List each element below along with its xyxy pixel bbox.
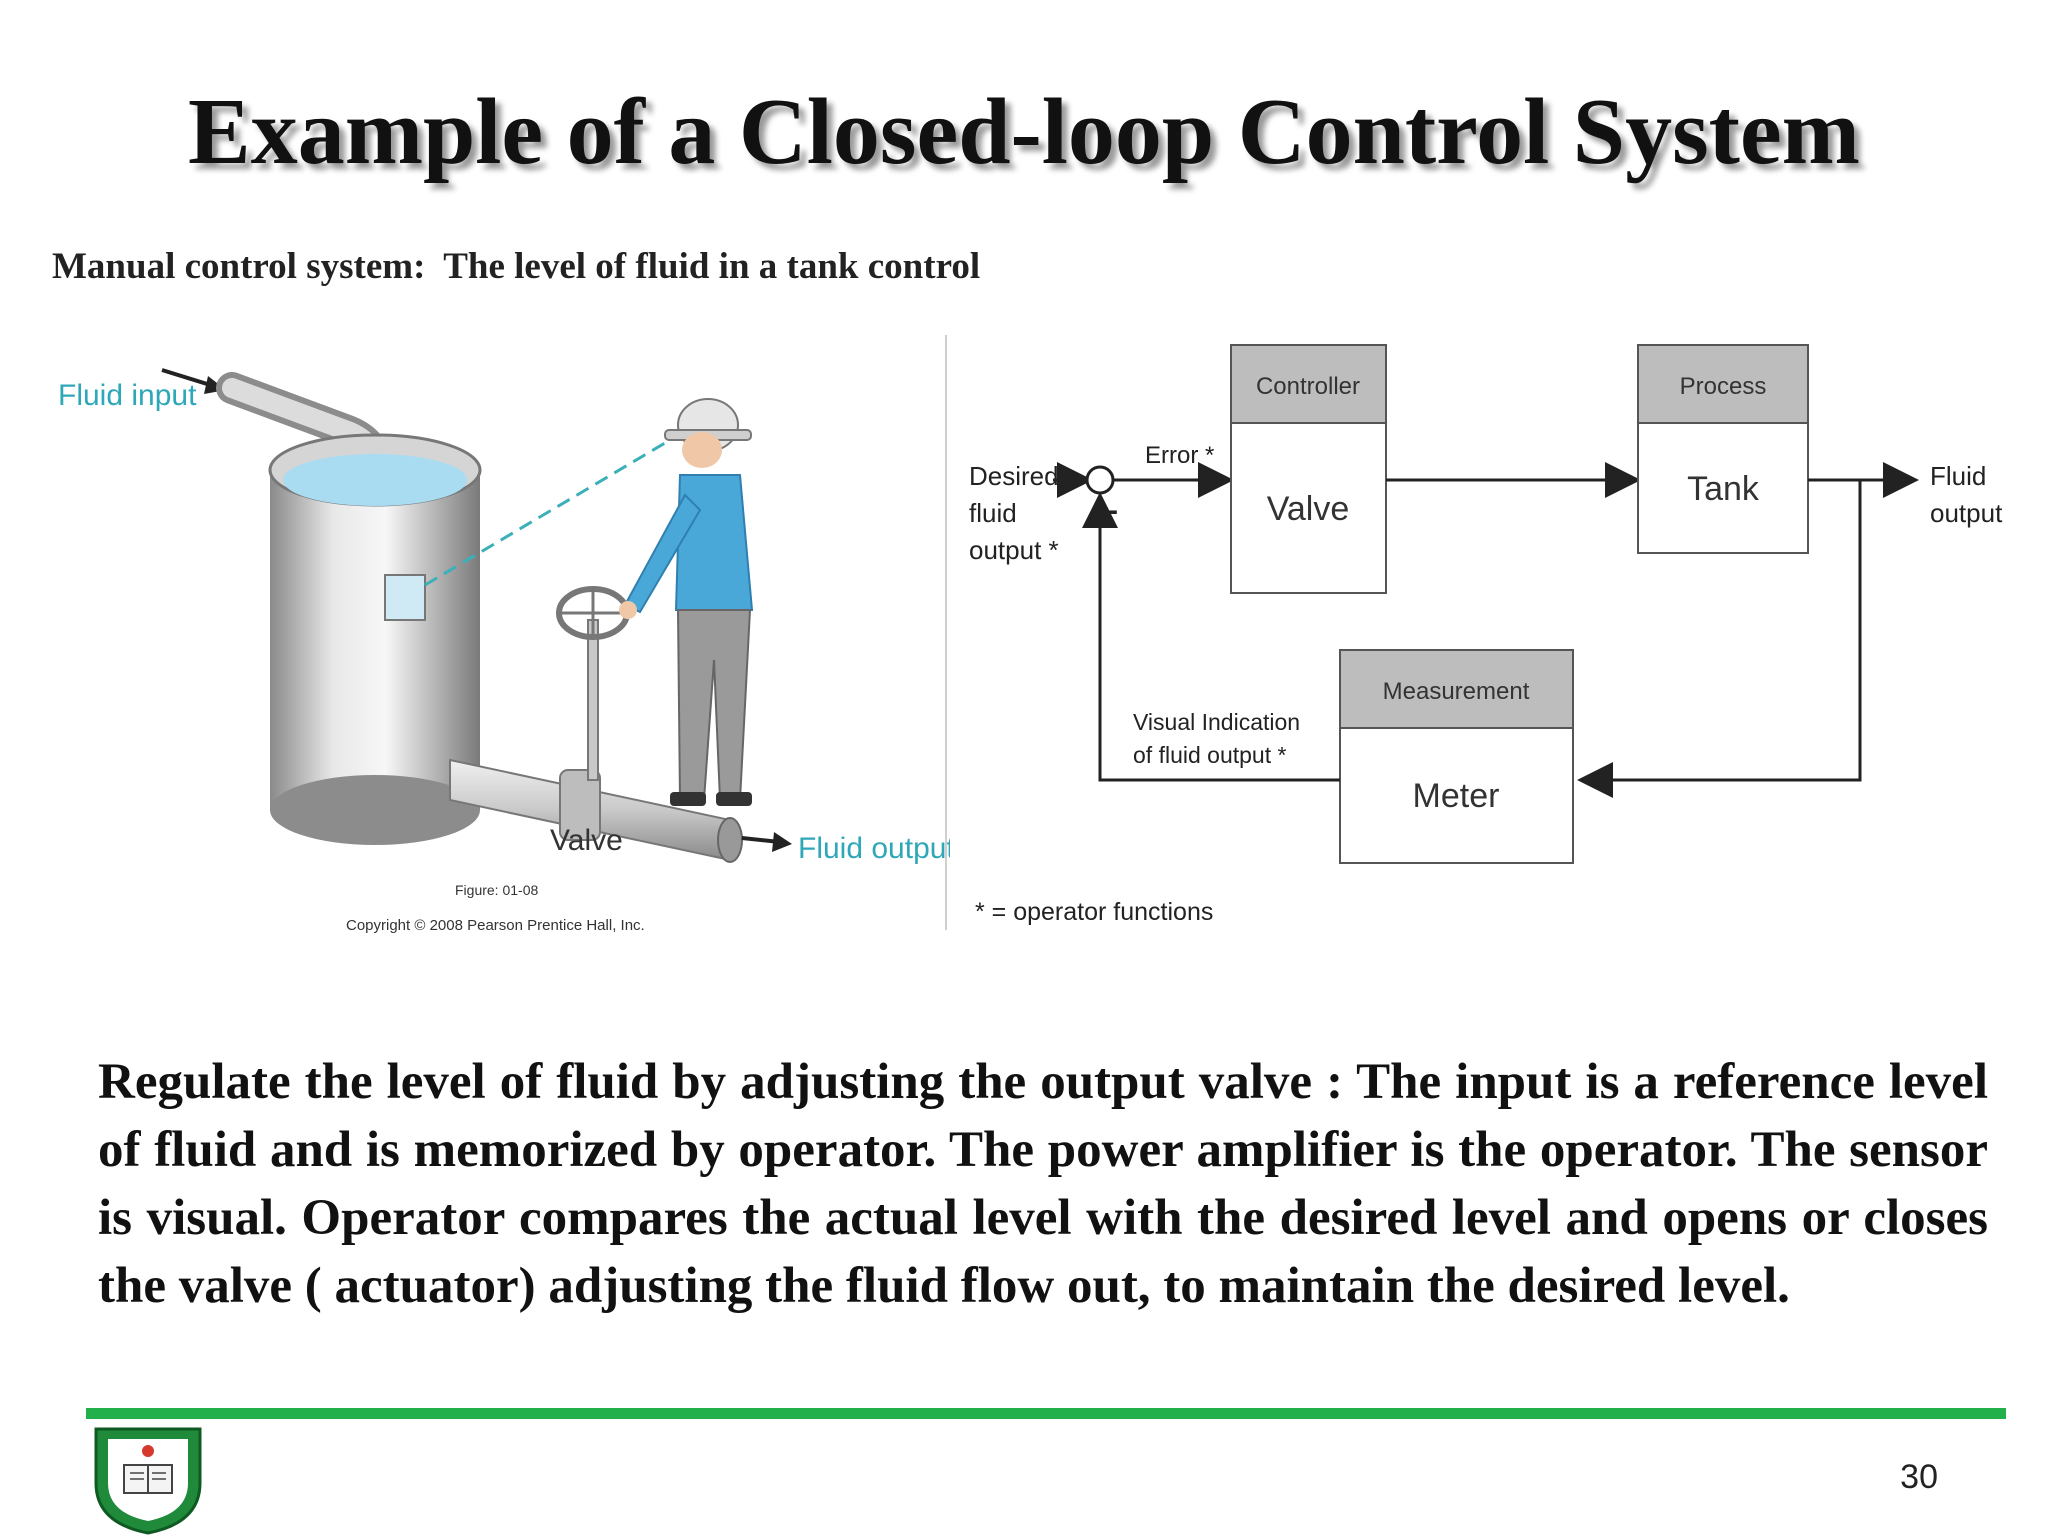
figure-caption: Figure: 01-08 xyxy=(455,882,538,898)
feedback-label-1: Visual Indication xyxy=(1133,709,1300,735)
fluid-output-block-label-2: output xyxy=(1930,498,2003,528)
slide-title: Example of a Closed-loop Control System xyxy=(188,80,1860,184)
fluid-input-label: Fluid input xyxy=(58,379,197,412)
process-body: Tank xyxy=(1687,470,1760,508)
tank xyxy=(268,433,482,845)
desired-output-label-2: fluid xyxy=(969,498,1017,528)
measurement-body: Meter xyxy=(1413,777,1500,815)
green-divider xyxy=(86,1408,2006,1419)
sight-line xyxy=(424,438,671,587)
fluid-output-block-label-1: Fluid xyxy=(1930,461,1986,491)
summing-junction xyxy=(1085,465,1115,495)
process-header: Process xyxy=(1680,373,1767,400)
feedback-label-2: of fluid output * xyxy=(1133,742,1286,768)
block-diagram: Desired fluid output * - Error * Control… xyxy=(969,344,2003,926)
error-label: Error * xyxy=(1145,442,1214,469)
copyright-caption: Copyright © 2008 Pearson Prentice Hall, … xyxy=(346,917,645,934)
valve-handwheel xyxy=(556,586,630,781)
operator-figure xyxy=(619,398,754,806)
feedback-path-left xyxy=(1082,492,1340,782)
body-paragraph: Regulate the level of fluid by adjusting… xyxy=(98,1054,1988,1314)
fluid-output-arrowhead xyxy=(772,832,792,852)
page-number: 30 xyxy=(1900,1458,1938,1496)
measurement-header: Measurement xyxy=(1383,678,1530,705)
minus-sign: - xyxy=(1108,494,1118,527)
valve-label: Valve xyxy=(550,824,623,857)
slide-subtitle: Manual control system: The level of flui… xyxy=(52,246,981,287)
controller-body: Valve xyxy=(1267,490,1350,528)
process-block: Process Tank xyxy=(1637,344,1809,554)
desired-output-label-1: Desired xyxy=(969,461,1059,491)
university-crest-logo xyxy=(94,1427,202,1535)
controller-header: Controller xyxy=(1256,373,1360,400)
operator-footnote: * = operator functions xyxy=(975,898,1213,926)
desired-output-label-3: output * xyxy=(969,535,1059,565)
tank-illustration: Fluid input Valve xyxy=(58,335,950,934)
fluid-output-label: Fluid output xyxy=(798,832,950,865)
feedback-path-right xyxy=(1577,480,1862,798)
measurement-block: Measurement Meter xyxy=(1339,649,1574,864)
controller-block: Controller Valve xyxy=(1230,344,1387,594)
